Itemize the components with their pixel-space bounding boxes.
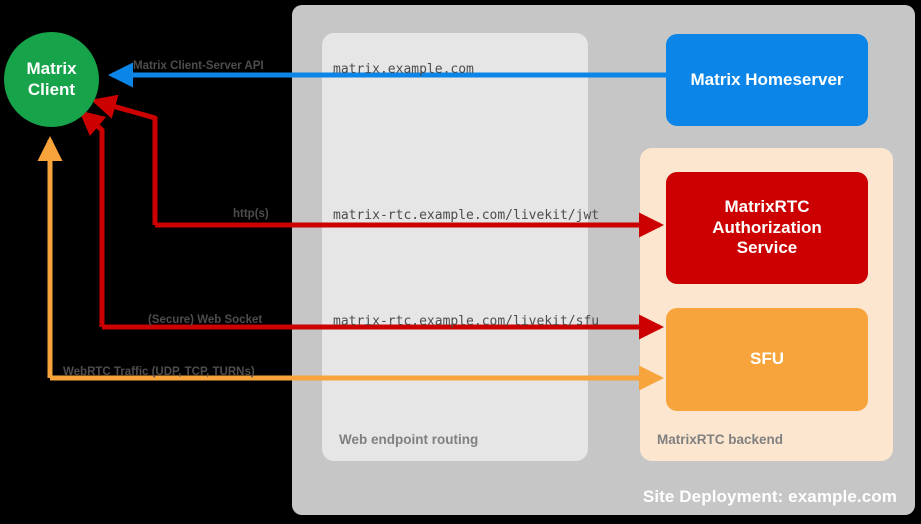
matrixrtc-authorization-service-label: MatrixRTC Authorization Service	[712, 197, 822, 259]
matrixrtc-authorization-service-node[interactable]: MatrixRTC Authorization Service	[666, 172, 868, 284]
edge-label-matrix-client-server-api: Matrix Client-Server API	[133, 60, 264, 72]
site-deployment-label: Site Deployment: example.com	[642, 487, 897, 506]
matrix-client-label-line2: Client	[27, 79, 76, 99]
web-endpoint-routing-container: Web endpoint routing	[322, 33, 588, 461]
endpoint-label-livekit-sfu: matrix-rtc.example.com/livekit/sfu	[333, 314, 600, 329]
edge-label-secure-web-socket: (Secure) Web Socket	[148, 314, 263, 326]
auth-line-1: MatrixRTC	[724, 196, 810, 216]
matrix-homeserver-label: Matrix Homeserver	[690, 69, 844, 89]
matrix-homeserver-node[interactable]: Matrix Homeserver	[666, 34, 868, 126]
auth-line-3: Service	[736, 238, 798, 258]
matrix-client-node[interactable]: Matrix Client	[4, 32, 99, 127]
sfu-label: SFU	[750, 349, 784, 369]
arrow-websocket-to-client	[78, 110, 107, 327]
sfu-node[interactable]: SFU	[666, 308, 868, 411]
edge-label-webrtc-traffic: WebRTC Traffic (UDP, TCP, TURNs)	[63, 366, 255, 378]
web-endpoint-routing-label: Web endpoint routing	[339, 432, 479, 447]
edge-label-https: http(s)	[233, 208, 269, 220]
endpoint-label-matrix-example-com: matrix.example.com	[333, 62, 474, 77]
auth-line-2: Authorization	[712, 217, 822, 237]
endpoint-label-livekit-jwt: matrix-rtc.example.com/livekit/jwt	[333, 208, 600, 223]
arrow-https-to-client	[91, 94, 158, 225]
matrixrtc-backend-label: MatrixRTC backend	[657, 432, 784, 447]
matrix-client-label-line1: Matrix	[26, 59, 77, 79]
